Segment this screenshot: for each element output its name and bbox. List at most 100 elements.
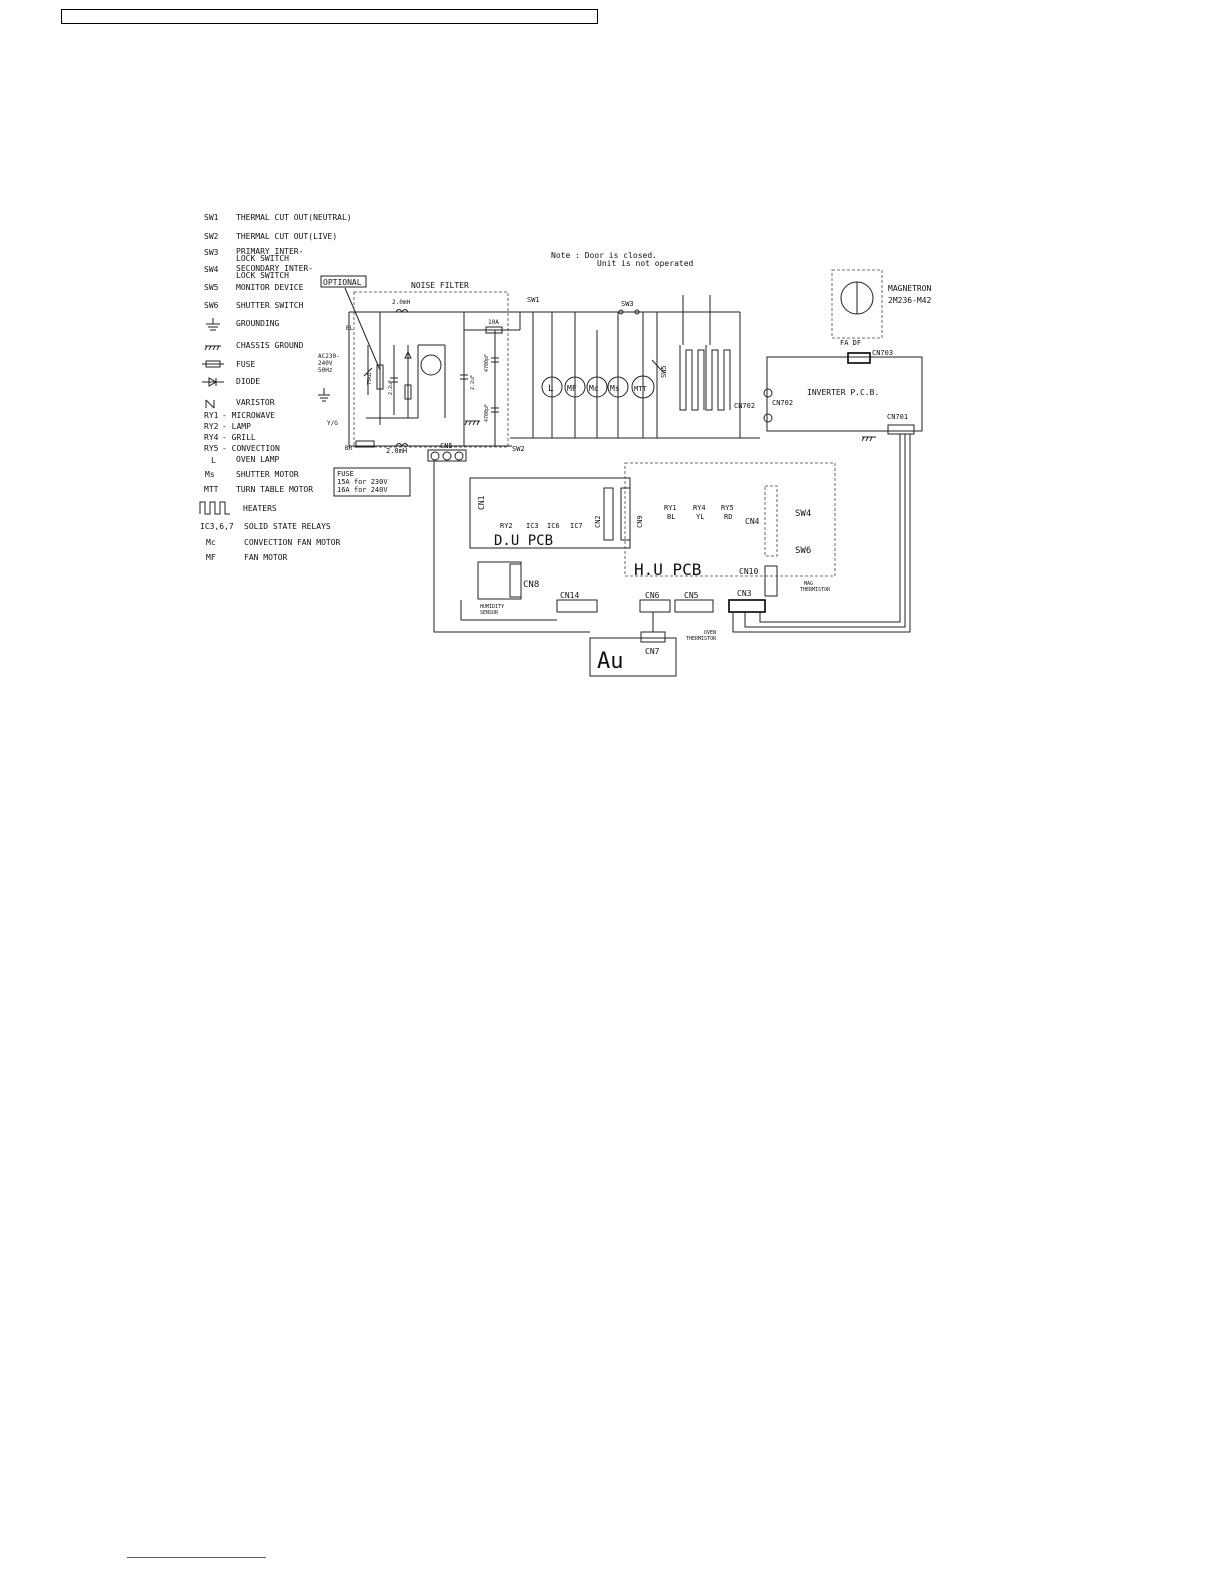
ac-input-frequency: 50Hz [318, 367, 333, 374]
cn703-connector [847, 352, 871, 364]
heater-1 [679, 345, 705, 411]
cn2-label: CN2 [594, 515, 602, 528]
mag-thermistor-label: MAG [804, 581, 813, 587]
mag-thermistor-label-2: THERMISTOR [800, 587, 831, 593]
door-note: Note : Door is closed. Unit is not opera… [551, 251, 694, 268]
ry1-color: BL [667, 513, 675, 521]
y-cap-label-2: 4700pF [484, 404, 490, 422]
chassis-ground-filter [464, 420, 480, 426]
legend-desc: - MICROWAVE [222, 411, 275, 420]
legend-code: RY4 [204, 433, 219, 442]
shutter-motor [607, 376, 629, 398]
noise-filter: OPTIONAL NOISE FILTER BL AC230- 240V 50H… [318, 275, 520, 497]
fuse-rating-230: 15A for 230V [337, 478, 388, 486]
sw1-label: SW1 [527, 296, 540, 304]
cn3-label: CN3 [737, 589, 752, 598]
legend-desc: FAN MOTOR [244, 553, 288, 562]
heater-2 [705, 345, 731, 411]
magnetron-model: 2M236-M42 [888, 296, 932, 305]
legend-code: L [211, 456, 216, 465]
legend-code: MTT [204, 485, 219, 494]
legend-desc: LOCK SWITCH [236, 254, 289, 263]
legend-code: IC3,6,7 [200, 522, 234, 531]
ic6-label: IC6 [547, 522, 560, 530]
cn4-label: CN4 [745, 517, 760, 526]
legend-desc: DIODE [236, 377, 260, 386]
chassis-ground-inverter [861, 436, 876, 442]
inductor-bottom [395, 443, 409, 447]
capacitor-label: 2.2uF [388, 380, 394, 395]
hu-pcb: H.U PCB RY1 BL RY4 YL RY5 RD CN4 SW4 SW6… [624, 462, 836, 597]
oven-thermistor-label-2: THERMISTOR [686, 636, 717, 642]
sw3-label: SW3 [621, 300, 634, 308]
diode-icon [202, 377, 224, 387]
ry5-color: RD [724, 513, 732, 521]
convection-fan-motor [586, 376, 608, 398]
legend-desc: CHASSIS GROUND [236, 341, 304, 350]
legend-desc: - CONVECTION [222, 444, 280, 453]
cn701-connector [887, 424, 915, 435]
legend-code: SW1 [204, 213, 219, 222]
legend-code: SW3 [204, 248, 219, 257]
ac-input-label: AC230- [318, 353, 340, 360]
humidity-sensor-label-2: SENSOR [480, 610, 499, 616]
cn14-label: CN14 [560, 591, 579, 600]
hu-pcb-label: H.U PCB [634, 560, 701, 579]
legend-desc: FUSE [236, 360, 255, 369]
legend-desc: CONVECTION FAN MOTOR [244, 538, 341, 547]
cn3-connector [728, 599, 766, 613]
cn5-label: CN5 [684, 591, 699, 600]
ic3-label: IC3 [526, 522, 539, 530]
filter-cap-label: 2.2uF [470, 375, 476, 390]
sw6-label: SW6 [795, 546, 811, 556]
legend-code: RY1 [204, 411, 219, 420]
footer-link[interactable] [127, 1557, 266, 1558]
fan-motor-label: MF [567, 384, 577, 393]
hu-pcb-board [624, 462, 836, 577]
cn10-connector [764, 565, 778, 597]
optional-label: OPTIONAL [323, 278, 362, 287]
fa-df-label: FA DF [840, 339, 861, 347]
shutter-motor-label: Ms [610, 384, 620, 393]
header-frame [61, 9, 598, 24]
turntable-motor [631, 375, 655, 399]
oven-lamp [541, 376, 563, 398]
fuse-rating-box [333, 467, 411, 497]
sw5-label: SW5 [660, 365, 668, 378]
legend-desc: SHUTTER SWITCH [236, 301, 304, 310]
humidity-sensor [477, 561, 522, 600]
ground-symbol-ac [318, 388, 330, 402]
legend-desc: OVEN LAMP [236, 455, 280, 464]
heaters-icon [199, 501, 230, 515]
noise-filter-label: NOISE FILTER [411, 281, 469, 290]
cn4-connector [764, 485, 778, 557]
sw2-label: SW2 [512, 445, 525, 453]
legend-desc: GROUNDING [236, 319, 280, 328]
ry2-label: RY2 [500, 522, 513, 530]
cn9-label: CN9 [636, 515, 644, 528]
wire-bl-label: BL [346, 325, 354, 332]
turntable-motor-label: MTT [634, 385, 647, 393]
cn7-label: CN7 [645, 647, 660, 656]
bottom-connectors: CN8 HUMIDITY SENSOR CN14 CN6 CN5 OVEN TH… [433, 434, 911, 677]
cn701-label: CN701 [887, 413, 908, 421]
legend-desc: LOCK SWITCH [236, 271, 289, 280]
y-cap-label-1: 4700pF [484, 354, 490, 372]
cn702b-label: CN702 [772, 399, 793, 407]
cn5-filter-label: CN5 [440, 442, 453, 450]
fuse-10a-label: 10A [488, 319, 499, 326]
grounding-icon [206, 318, 220, 331]
ry4-label: RY4 [693, 504, 706, 512]
varistor-icon [205, 399, 215, 409]
bridge-rectifier [420, 354, 442, 376]
cn8-label: CN8 [523, 580, 539, 590]
legend-desc: THERMAL CUT OUT(LIVE) [236, 232, 337, 241]
load-section: SW1 SW3 SW2 L MF Mc Ms MTT SW5 [510, 295, 760, 453]
legend-desc: TURN TABLE MOTOR [236, 485, 313, 494]
note-line-1: Note : Door is closed. [551, 251, 657, 260]
legend-code: MF [206, 553, 216, 562]
humidity-sensor-label: HUMIDITY [480, 604, 504, 610]
cn9-connector [620, 487, 631, 541]
legend: SW1 THERMAL CUT OUT(NEUTRAL) SW2 THERMAL… [199, 213, 352, 562]
